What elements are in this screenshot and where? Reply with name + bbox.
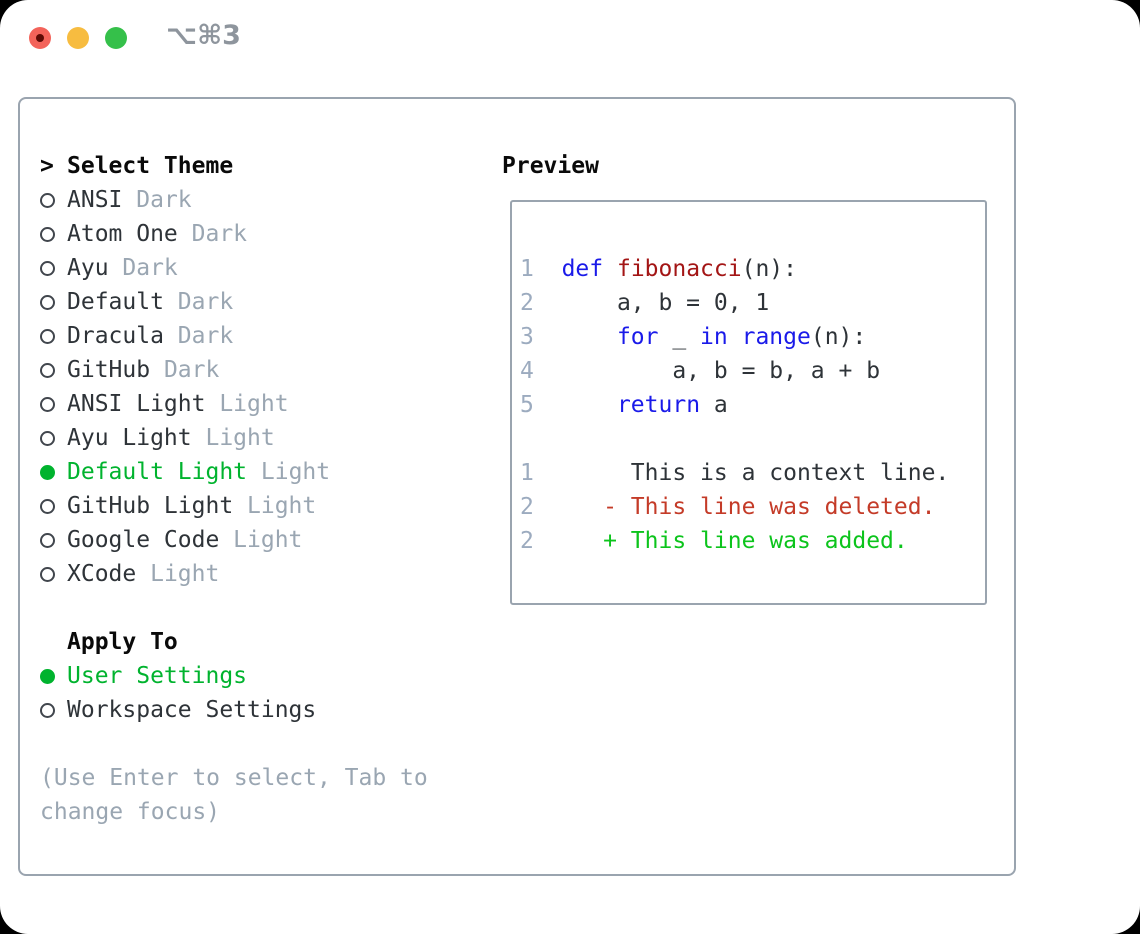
theme-option-ayu-light-light[interactable]: Ayu Light Light xyxy=(40,421,428,455)
radio-unselected-icon xyxy=(40,362,55,378)
radio-unselected-icon xyxy=(40,566,55,582)
theme-option-ansi-dark[interactable]: ANSI Dark xyxy=(40,183,428,217)
theme-option-ansi-light-light[interactable]: ANSI Light Light xyxy=(40,387,428,421)
theme-option-label: Ayu Light Light xyxy=(67,425,275,451)
theme-option-label: GitHub Dark xyxy=(67,357,220,383)
preview-code-line: 2 - This line was deleted. xyxy=(520,494,936,520)
preview-code-line: 2 a, b = 0, 1 xyxy=(520,290,770,316)
hint-line-1: (Use Enter to select, Tab to xyxy=(40,765,428,791)
window-shortcut-label: ⌥⌘3 xyxy=(166,20,241,51)
preview-code-line: 5 return a xyxy=(520,392,728,418)
select-theme-header: > Select Theme xyxy=(40,149,428,183)
preview-pane: 1 def fibonacci(n): 2 a, b = 0, 1 3 for _ … xyxy=(510,200,987,605)
apply-option-label: Workspace Settings xyxy=(67,697,317,723)
radio-unselected-icon xyxy=(40,226,55,242)
close-button-icon[interactable] xyxy=(29,27,51,49)
theme-option-default-light-light[interactable]: Default Light Light xyxy=(40,455,428,489)
theme-option-github-dark[interactable]: GitHub Dark xyxy=(40,353,428,387)
preview-blank-line xyxy=(520,422,979,456)
preview-code-line: 3 for _ in range(n): xyxy=(520,324,867,350)
apply-option-user-settings[interactable]: User Settings xyxy=(40,659,428,693)
traffic-lights xyxy=(29,27,127,49)
radio-unselected-icon xyxy=(40,192,55,208)
theme-option-google-code-light[interactable]: Google Code Light xyxy=(40,523,428,557)
radio-unselected-icon xyxy=(40,260,55,276)
preview-code-line: 1 def fibonacci(n): xyxy=(520,256,797,282)
radio-selected-icon xyxy=(40,464,55,480)
apply-to-header: Apply To xyxy=(40,625,428,659)
theme-option-label: Atom One Dark xyxy=(67,221,248,247)
preview-code-line: 1 This is a context line. xyxy=(520,460,950,486)
theme-option-label: Default Light Light xyxy=(67,459,331,485)
theme-option-label: GitHub Light Light xyxy=(67,493,317,519)
radio-unselected-icon xyxy=(40,328,55,344)
cursor-icon: > xyxy=(40,153,54,179)
theme-option-label: XCode Light xyxy=(67,561,220,587)
theme-option-label: Google Code Light xyxy=(67,527,303,553)
select-theme-title: Select Theme xyxy=(67,153,234,179)
hint-line-2: change focus) xyxy=(40,799,221,825)
radio-unselected-icon xyxy=(40,532,55,548)
theme-option-default-dark[interactable]: Default Dark xyxy=(40,285,428,319)
apply-option-workspace-settings[interactable]: Workspace Settings xyxy=(40,693,428,727)
theme-option-label: ANSI Dark xyxy=(67,187,192,213)
theme-option-label: Ayu Dark xyxy=(67,255,178,281)
theme-option-ayu-dark[interactable]: Ayu Dark xyxy=(40,251,428,285)
radio-unselected-icon xyxy=(40,702,55,718)
apply-to-title: Apply To xyxy=(67,629,178,655)
radio-unselected-icon xyxy=(40,430,55,446)
theme-option-atom-one-dark[interactable]: Atom One Dark xyxy=(40,217,428,251)
radio-selected-icon xyxy=(40,668,55,684)
preview-title: Preview xyxy=(502,153,599,179)
theme-option-github-light-light[interactable]: GitHub Light Light xyxy=(40,489,428,523)
radio-unselected-icon xyxy=(40,294,55,310)
theme-option-label: Dracula Dark xyxy=(67,323,234,349)
apply-option-label: User Settings xyxy=(67,663,248,689)
zoom-button-icon[interactable] xyxy=(105,27,127,49)
preview-code-line: 2 + This line was added. xyxy=(520,528,908,554)
theme-option-dracula-dark[interactable]: Dracula Dark xyxy=(40,319,428,353)
hint-text: (Use Enter to select, Tab to change focu… xyxy=(40,761,428,829)
theme-option-label: Default Dark xyxy=(67,289,234,315)
theme-option-label: ANSI Light Light xyxy=(67,391,289,417)
preview-code-line: 4 a, b = b, a + b xyxy=(520,358,881,384)
radio-unselected-icon xyxy=(40,498,55,514)
radio-unselected-icon xyxy=(40,396,55,412)
theme-option-xcode-light[interactable]: XCode Light xyxy=(40,557,428,591)
minimize-button-icon[interactable] xyxy=(67,27,89,49)
